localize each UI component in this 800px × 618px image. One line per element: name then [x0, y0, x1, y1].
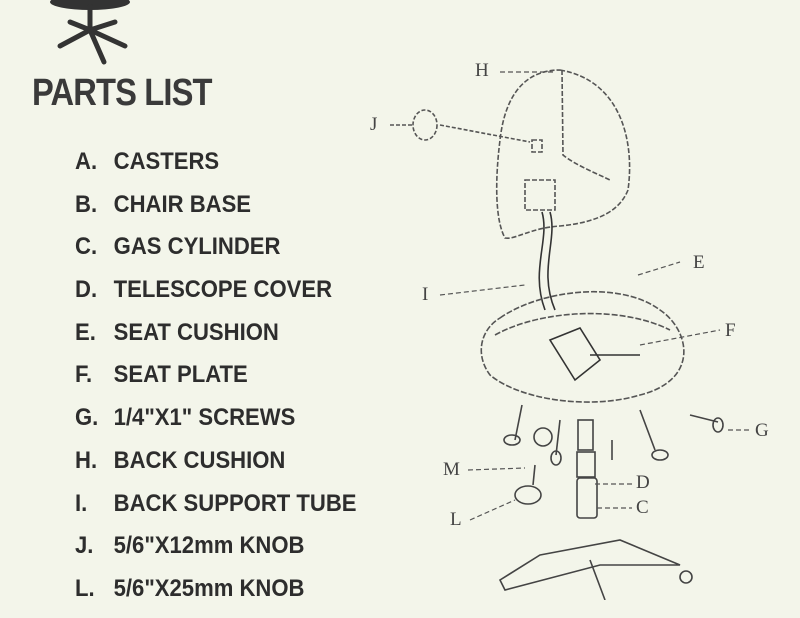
- part-item: L. 5/6"X25mm KNOB: [75, 575, 357, 618]
- part-name: BACK CUSHION: [113, 446, 286, 474]
- diagram-label-m: M: [443, 459, 460, 480]
- part-name: GAS CYLINDER: [113, 233, 281, 261]
- part-name: SEAT PLATE: [113, 361, 248, 389]
- screws: [503, 404, 724, 505]
- part-item: D. TELESCOPE COVER: [75, 276, 357, 319]
- diagram-label-l: L: [450, 509, 462, 530]
- seat-cushion: [480, 290, 685, 403]
- part-name: 5/6"X25mm KNOB: [113, 574, 305, 602]
- part-letter: H.: [75, 446, 98, 474]
- part-name: 5/6"X12mm KNOB: [113, 532, 305, 560]
- page-title: PARTS LIST: [32, 72, 212, 114]
- part-name: TELESCOPE COVER: [113, 276, 333, 304]
- part-letter: B.: [75, 190, 98, 218]
- part-name: CHAIR BASE: [113, 190, 252, 218]
- part-letter: C.: [75, 233, 98, 261]
- part-item: A. CASTERS: [75, 148, 357, 191]
- diagram-label-f: F: [725, 320, 736, 341]
- support-tube: [538, 211, 556, 311]
- part-item: E. SEAT CUSHION: [75, 319, 357, 362]
- part-name: CASTERS: [113, 148, 220, 175]
- diagram-label-e: E: [693, 252, 705, 273]
- part-letter: D.: [75, 276, 98, 304]
- part-name: SEAT CUSHION: [113, 318, 279, 346]
- diagram-label-h: H: [475, 60, 489, 81]
- leader-lines: [439, 71, 752, 521]
- part-letter: J.: [75, 532, 94, 560]
- part-name: BACK SUPPORT TUBE: [113, 489, 357, 517]
- part-item: F. SEAT PLATE: [75, 361, 357, 404]
- part-item: G. 1/4"X1" SCREWS: [75, 404, 357, 447]
- parts-list: A. CASTERS B. CHAIR BASE C. GAS CYLINDER D.…: [75, 148, 381, 618]
- part-item: C. GAS CYLINDER: [75, 233, 357, 276]
- back-cushion: [495, 69, 631, 239]
- gas-cylinder: [576, 419, 613, 519]
- seat-plate: [548, 327, 640, 382]
- diagram-label-d: D: [636, 472, 650, 493]
- part-item: B. CHAIR BASE: [75, 191, 357, 234]
- diagram-label-i: I: [422, 284, 429, 305]
- part-letter: I.: [75, 489, 88, 517]
- diagram-label-j: J: [370, 114, 378, 135]
- part-name: 1/4"X1" SCREWS: [113, 404, 296, 432]
- part-letter: E.: [75, 318, 96, 346]
- part-letter: A.: [75, 148, 98, 175]
- diagram-label-g: G: [755, 420, 769, 441]
- diagram-label-c: C: [636, 497, 649, 518]
- part-item: J. 5/6"X12mm KNOB: [75, 532, 357, 575]
- knob-j: [390, 109, 531, 143]
- part-item: H. BACK CUSHION: [75, 447, 357, 490]
- part-letter: G.: [75, 404, 99, 432]
- chair-diagram: [50, 0, 752, 600]
- part-letter: F.: [75, 361, 93, 389]
- part-item: I. BACK SUPPORT TUBE: [75, 490, 357, 533]
- chair-thumbnail-icon: [50, 0, 130, 65]
- part-letter: L.: [75, 574, 95, 602]
- chair-base: [498, 539, 693, 600]
